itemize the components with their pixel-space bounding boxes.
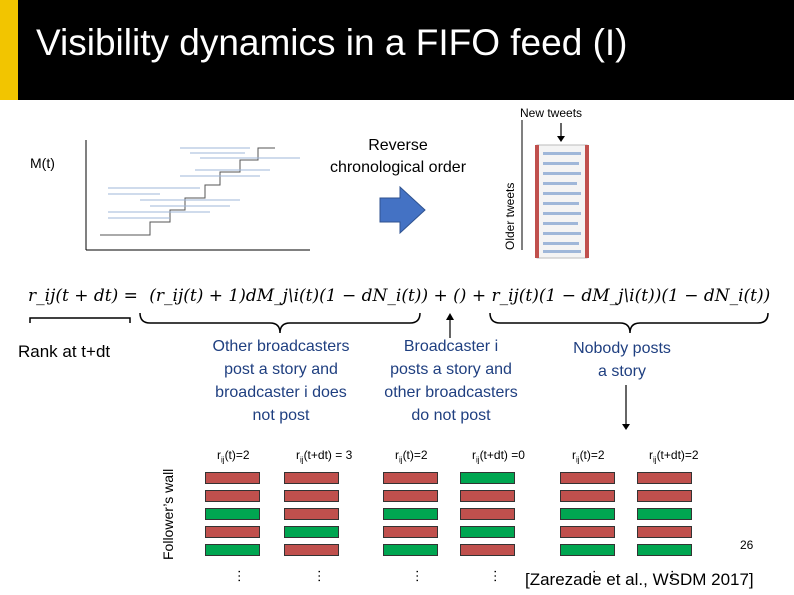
feed-bar-red	[284, 472, 339, 484]
feed-bar-red	[560, 490, 615, 502]
ellipsis-icon: …	[307, 569, 323, 583]
down-arrow-icon	[557, 136, 565, 142]
feed-bar-red	[460, 508, 515, 520]
follower-wall-label: Follower’s wall	[160, 469, 176, 560]
up-arrow-icon	[446, 313, 454, 320]
rank-label: Rank at t+dt	[18, 342, 110, 362]
bi-line-4: do not post	[366, 404, 536, 427]
feed-bar-green	[637, 508, 692, 520]
other-line-1: Other broadcasters	[196, 335, 366, 358]
feed-bar-red	[460, 490, 515, 502]
feed-bar-green	[460, 526, 515, 538]
eq-plus2: +	[472, 286, 486, 306]
citation: [Zarezade et al., WSDM 2017]	[525, 570, 754, 590]
feed-screenshot	[537, 145, 587, 258]
nobody-line-1: Nobody posts	[552, 337, 692, 360]
ellipsis-icon: …	[483, 569, 499, 583]
feed-bar-red	[205, 490, 260, 502]
feed-bar-green	[205, 544, 260, 556]
feed-bar-green	[383, 508, 438, 520]
feed-bar-red	[383, 472, 438, 484]
eq-plus1: +	[433, 286, 447, 306]
reverse-line-1: Reverse	[316, 135, 480, 157]
reverse-order-label: Reverse chronological order	[316, 135, 480, 179]
tweet-lines	[108, 148, 300, 218]
new-tweets-label: New tweets	[520, 106, 582, 120]
eq-term2: ()	[453, 286, 466, 306]
feed-bar-green	[560, 544, 615, 556]
column-label: rij(t)=2	[572, 448, 605, 464]
column-label: rij(t+dt) = 3	[296, 448, 352, 464]
braces	[30, 313, 768, 333]
feed-bar-green	[284, 526, 339, 538]
right-arrow-icon	[380, 187, 425, 233]
feed-bar-green	[460, 472, 515, 484]
ellipsis-icon: …	[227, 569, 243, 583]
bi-line-1: Broadcaster i	[366, 335, 536, 358]
bi-line-3: other broadcasters	[366, 381, 536, 404]
broadcaster-i-caption: Broadcaster i posts a story and other br…	[366, 335, 536, 427]
feed-bar-red	[284, 508, 339, 520]
feed-bar-green	[560, 508, 615, 520]
equation: r_ij(t + dt) = (r_ij(t) + 1)dM_j\i(t)(1 …	[28, 286, 770, 306]
feed-bar-green	[205, 508, 260, 520]
feed-bar-red	[284, 544, 339, 556]
feed-bar-red	[460, 544, 515, 556]
feed-bar-red	[383, 526, 438, 538]
page-number: 26	[740, 538, 753, 552]
feed-bar-green	[637, 544, 692, 556]
column-label: rij(t)=2	[217, 448, 250, 464]
feed-bar-red	[637, 472, 692, 484]
nobody-line-2: a story	[552, 360, 692, 383]
other-line-2: post a story and	[196, 358, 366, 381]
reverse-line-2: chronological order	[316, 157, 480, 179]
older-tweets-label: Older tweets	[503, 183, 517, 250]
feed-bar-red	[560, 526, 615, 538]
m-staircase	[100, 148, 275, 235]
column-label: rij(t+dt) =0	[472, 448, 525, 464]
down-arrow-icon-2	[622, 424, 630, 430]
feed-bar-red	[205, 472, 260, 484]
feed-bar-red	[383, 490, 438, 502]
other-line-3: broadcaster i does	[196, 381, 366, 404]
ellipsis-icon: …	[405, 569, 421, 583]
other-line-4: not post	[196, 404, 366, 427]
feed-bar-red	[205, 526, 260, 538]
feed-bar-red	[560, 472, 615, 484]
column-label: rij(t+dt)=2	[649, 448, 699, 464]
eq-term3: r_ij(t)(1 − dM_j\i(t))(1 − dN_i(t))	[491, 286, 770, 306]
feed-bar-green	[383, 544, 438, 556]
other-broadcasters-caption: Other broadcasters post a story and broa…	[196, 335, 366, 427]
feed-bar-red	[637, 526, 692, 538]
feed-bar-red	[637, 490, 692, 502]
eq-lhs: r_ij(t + dt) =	[28, 286, 138, 306]
feed-bar-red	[284, 490, 339, 502]
eq-term1: (r_ij(t) + 1)dM_j\i(t)(1 − dN_i(t))	[149, 286, 428, 306]
bi-line-2: posts a story and	[366, 358, 536, 381]
nobody-posts-caption: Nobody posts a story	[552, 337, 692, 383]
column-label: rij(t)=2	[395, 448, 428, 464]
